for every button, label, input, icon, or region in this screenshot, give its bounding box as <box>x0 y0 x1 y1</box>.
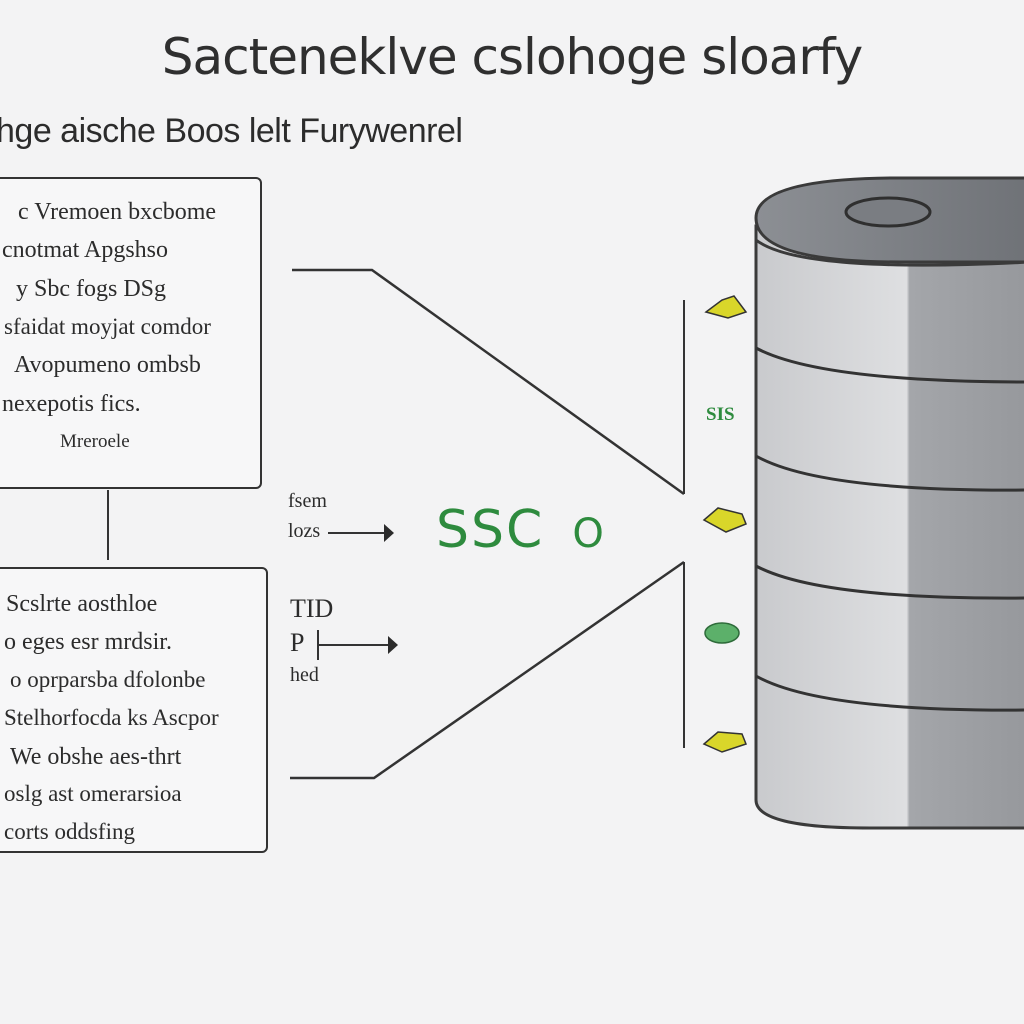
marker-icon <box>704 622 740 644</box>
cylinder-band <box>755 346 1024 384</box>
bottom-box-line: Scslrte aosthloe <box>6 591 158 617</box>
cylinder-band <box>755 674 1024 712</box>
marker-icon <box>702 731 747 753</box>
bottom-box-line: oslg ast omerarsioa <box>4 781 182 806</box>
upper-arrow-label-top: fsem <box>288 490 327 512</box>
bottom-box-line: We obshe aes-thrt <box>10 744 182 770</box>
top-text-box: c Vremoen bxcbome cnotmat Apgshso y Sbc … <box>0 177 262 489</box>
side-label: SIS <box>706 404 735 425</box>
center-label-main: SSC <box>436 500 545 560</box>
cylinder-band <box>755 454 1024 492</box>
bottom-box-line: Stelhorfocda ks Ascpor <box>4 705 219 730</box>
diagram-subtitle: hge aische Boos lelt Furywenrel <box>0 112 463 150</box>
marker-icon <box>702 507 747 533</box>
center-label-suffix: O <box>572 511 606 557</box>
cylinder-body <box>754 224 1024 830</box>
bottom-box-line: o oprparsba dfolonbe <box>10 667 206 692</box>
lower-arrow-head <box>388 636 398 654</box>
cylinder-band <box>755 564 1024 600</box>
bottom-box-line: o eges esr mrdsir. <box>4 629 172 655</box>
bottom-box-line: corts oddsfing <box>4 819 135 844</box>
top-box-line: y Sbc fogs DSg <box>16 276 167 302</box>
lower-arrow-label-mid: P <box>290 628 305 657</box>
top-box-line: Mreroele <box>60 431 130 452</box>
cylinder-lid-hole <box>844 196 932 228</box>
top-box-line: cnotmat Apgshso <box>2 237 168 263</box>
diagram-title: Sacteneklve cslohoge sloarfy <box>161 28 864 86</box>
top-box-line: nexepotis fics. <box>2 391 141 417</box>
upper-arrow-head <box>384 524 394 542</box>
lower-arrow-label-top: TID <box>290 594 334 623</box>
top-box-line: sfaidat moyjat comdor <box>4 314 211 339</box>
top-box-line: c Vremoen bxcbome <box>18 199 217 225</box>
upper-flow-line <box>292 268 685 496</box>
top-box-line: Avopumeno ombsb <box>14 352 201 378</box>
lower-flow-line <box>290 560 685 780</box>
cylinder-band <box>755 238 1024 267</box>
marker-icon <box>704 295 748 319</box>
center-label: SSC O <box>436 500 606 560</box>
bottom-text-box: Scslrte aosthloe o eges esr mrdsir. o op… <box>0 567 268 853</box>
upper-arrow-label-bottom: lozs <box>288 520 321 542</box>
lower-arrow-label-bottom: hed <box>290 664 319 686</box>
